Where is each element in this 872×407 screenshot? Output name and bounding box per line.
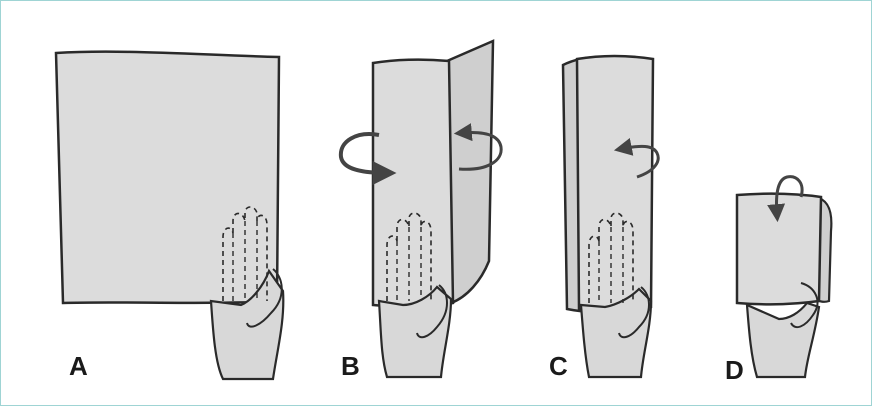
step-label-b: B [341, 353, 360, 379]
step-label-a: A [69, 353, 88, 379]
step-label-d: D [725, 357, 744, 383]
step-label-c: C [549, 353, 568, 379]
step-d-illustration [737, 177, 831, 377]
step-a-paper-sheet [56, 52, 279, 303]
step-b-front-panel [373, 60, 453, 307]
step-b-illustration [341, 41, 501, 377]
step-c-illustration [563, 56, 658, 377]
step-b-back-flap [447, 41, 493, 303]
step-d-folded-square [737, 194, 821, 305]
step-a-illustration [56, 52, 283, 379]
